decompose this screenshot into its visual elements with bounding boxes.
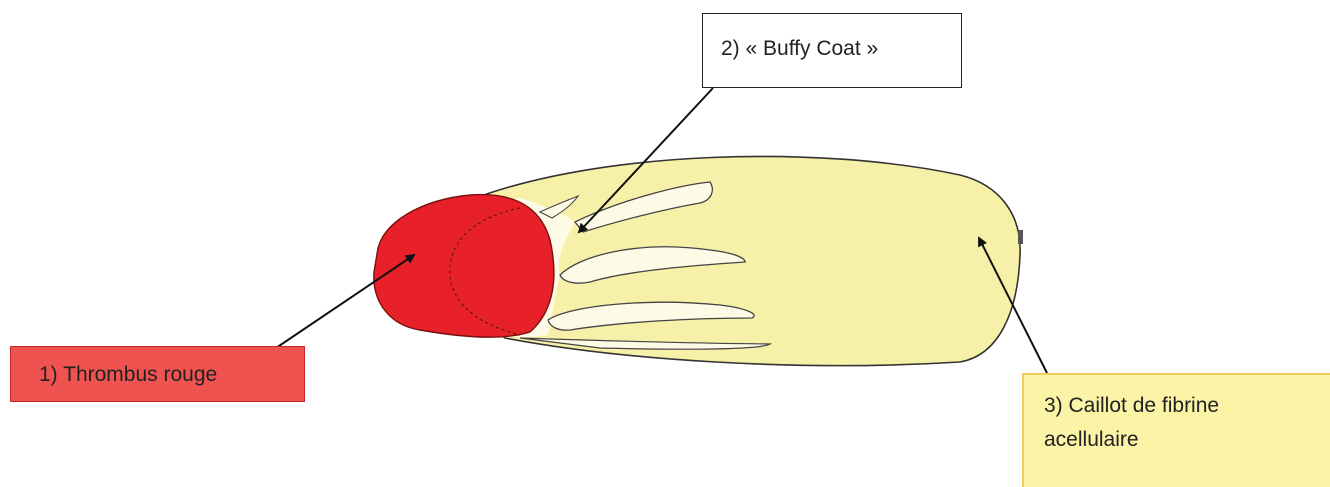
buffy-coat-label: 2) « Buffy Coat »	[702, 13, 962, 88]
red-thrombus-label: 1) Thrombus rouge	[10, 346, 305, 402]
buffy-coat-label-text: 2) « Buffy Coat »	[721, 37, 878, 60]
clot-edge-mark	[1018, 230, 1023, 244]
red-thrombus-head	[374, 195, 554, 338]
fibrin-clot-label-line-2: acellulaire	[1044, 423, 1330, 457]
red-thrombus-label-text: 1) Thrombus rouge	[39, 363, 217, 386]
fibrin-clot-label: 3) Caillot de fibrine acellulaire	[1022, 373, 1330, 487]
fibrin-clot-label-line-1: 3) Caillot de fibrine	[1044, 389, 1330, 423]
